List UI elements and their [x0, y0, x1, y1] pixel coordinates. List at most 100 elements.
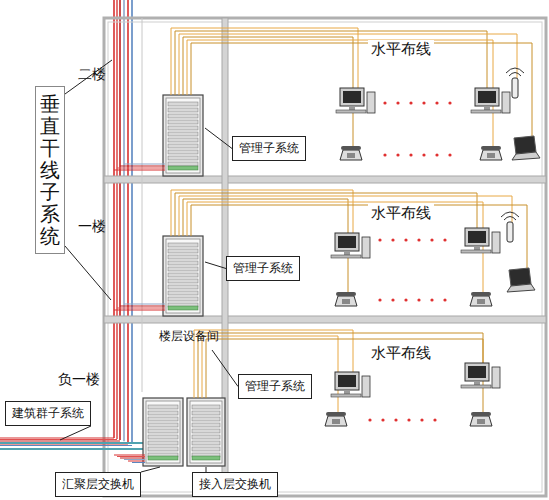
- dots: [391, 238, 394, 241]
- pc-tower: [492, 367, 500, 388]
- computer-icon: [331, 372, 370, 397]
- patch-panel: [192, 411, 220, 415]
- network-rack: [187, 398, 225, 466]
- phone-base: [325, 416, 347, 426]
- leader-line: [60, 426, 91, 440]
- building-wall-inner: [108, 22, 542, 492]
- pc-tower: [502, 92, 510, 113]
- patch-panel: [168, 162, 198, 166]
- patch-panel: [192, 423, 220, 427]
- leader-line: [65, 246, 111, 300]
- patch-panel: [168, 144, 198, 148]
- patch-panel: [192, 405, 220, 409]
- dots: [448, 153, 451, 156]
- laptop-screen: [509, 268, 531, 286]
- dots: [368, 418, 371, 421]
- callout-text: 接入层交换机: [199, 476, 271, 493]
- leader-line: [65, 60, 112, 94]
- patch-panel: [148, 423, 178, 427]
- wireless-ap-icon: [501, 212, 519, 242]
- phone-keypad: [332, 419, 340, 424]
- riser-feed: [117, 168, 165, 169]
- riser-feed: [124, 164, 165, 165]
- campus-cable: [0, 442, 150, 444]
- phone-icon: [335, 292, 357, 306]
- patch-panel: [168, 150, 198, 154]
- horizontal-cable: [206, 339, 483, 412]
- rack-body: [163, 236, 203, 316]
- patch-panel: [168, 285, 198, 289]
- patch-panel: [168, 108, 198, 112]
- patch-panel: [168, 102, 198, 106]
- laptop-base: [512, 152, 540, 160]
- riser-cable: [116, 0, 118, 439]
- callout-box: 管理子系统: [238, 374, 312, 399]
- patch-panel: [168, 255, 198, 259]
- dots: [422, 153, 425, 156]
- rack-port-strip: [192, 456, 220, 460]
- patch-panel: [148, 447, 178, 451]
- patch-panel: [168, 267, 198, 271]
- screen: [468, 231, 486, 243]
- riser-feed: [114, 310, 165, 311]
- riser-feed: [124, 459, 145, 460]
- riser-feed: [128, 461, 145, 462]
- riser-feed: [132, 462, 145, 463]
- keyboard: [331, 255, 361, 258]
- patch-panel: [192, 429, 220, 433]
- dots: [404, 298, 407, 301]
- patch-panel: [148, 429, 178, 433]
- rack-body: [187, 398, 225, 466]
- computer-icon: [331, 233, 370, 258]
- computer-icon: [336, 88, 375, 113]
- keyboard: [461, 385, 491, 388]
- dots: [430, 298, 433, 301]
- patch-panel: [168, 132, 198, 136]
- phone-base: [480, 150, 502, 160]
- dots: [430, 238, 433, 241]
- monitor-stand: [474, 381, 480, 385]
- patch-panel: [168, 273, 198, 277]
- dots: [417, 238, 420, 241]
- patch-panel: [148, 435, 178, 439]
- horizontal-cable: [171, 190, 353, 236]
- floor-label: 二楼: [78, 66, 106, 84]
- patch-panel: [168, 138, 198, 142]
- patch-panel: [148, 441, 178, 445]
- rack-port-strip: [168, 306, 198, 310]
- pc-tower: [492, 232, 500, 253]
- dots: [433, 418, 436, 421]
- ap-body: [507, 222, 513, 242]
- dots: [404, 238, 407, 241]
- dots: [435, 153, 438, 156]
- pc-tower: [362, 376, 370, 397]
- dots: [396, 101, 399, 104]
- pc-tower: [367, 92, 375, 113]
- phone-handset: [336, 292, 356, 296]
- patch-panel: [168, 114, 198, 118]
- phone-keypad: [477, 299, 485, 304]
- dots: [420, 418, 423, 421]
- phone-handset: [471, 292, 491, 296]
- patch-panel: [168, 243, 198, 247]
- phone-base: [335, 296, 357, 306]
- riser-feed: [120, 458, 145, 459]
- rack-frame: [146, 401, 180, 463]
- floor-slab: [104, 316, 546, 323]
- screen: [338, 375, 356, 387]
- keyboard: [331, 394, 361, 397]
- rack-body: [143, 398, 183, 466]
- riser-feed: [124, 304, 165, 305]
- screen: [478, 91, 496, 103]
- monitor: [340, 88, 364, 106]
- dots: [383, 101, 386, 104]
- riser-cable: [127, 0, 129, 443]
- callout-text: 管理子系统: [245, 378, 305, 395]
- monitor: [465, 228, 489, 246]
- dots: [417, 298, 420, 301]
- patch-panel: [192, 447, 220, 451]
- rack-frame: [166, 239, 200, 313]
- callout-text: 汇聚层交换机: [62, 476, 134, 493]
- horizontal-cable: [171, 28, 358, 95]
- dots: [422, 101, 425, 104]
